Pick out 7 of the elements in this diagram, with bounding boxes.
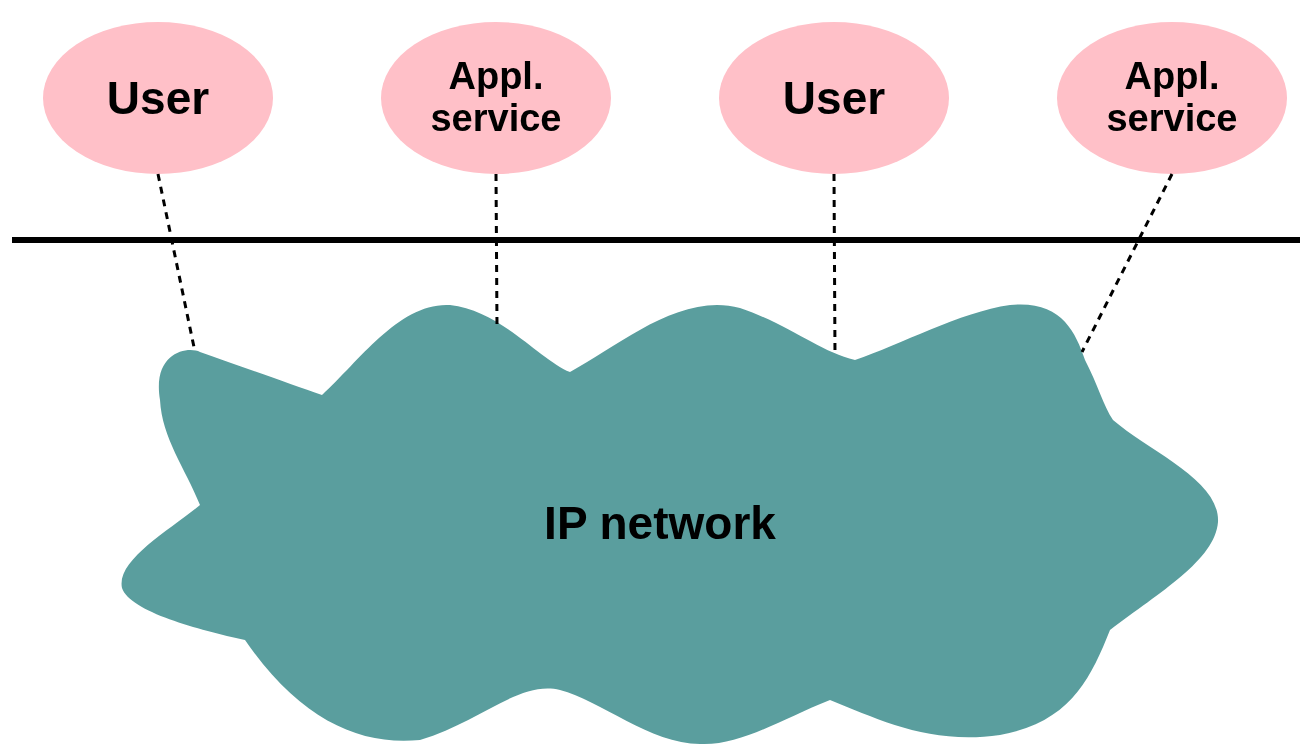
node-label: Appl. service: [1105, 56, 1239, 140]
dotted-connector: [494, 174, 499, 326]
node-label: User: [782, 72, 886, 124]
dotted-connector: [1080, 173, 1174, 353]
node-label: IP network: [544, 496, 776, 550]
node-label: User: [106, 72, 210, 124]
node-label: Appl. service: [429, 56, 563, 140]
